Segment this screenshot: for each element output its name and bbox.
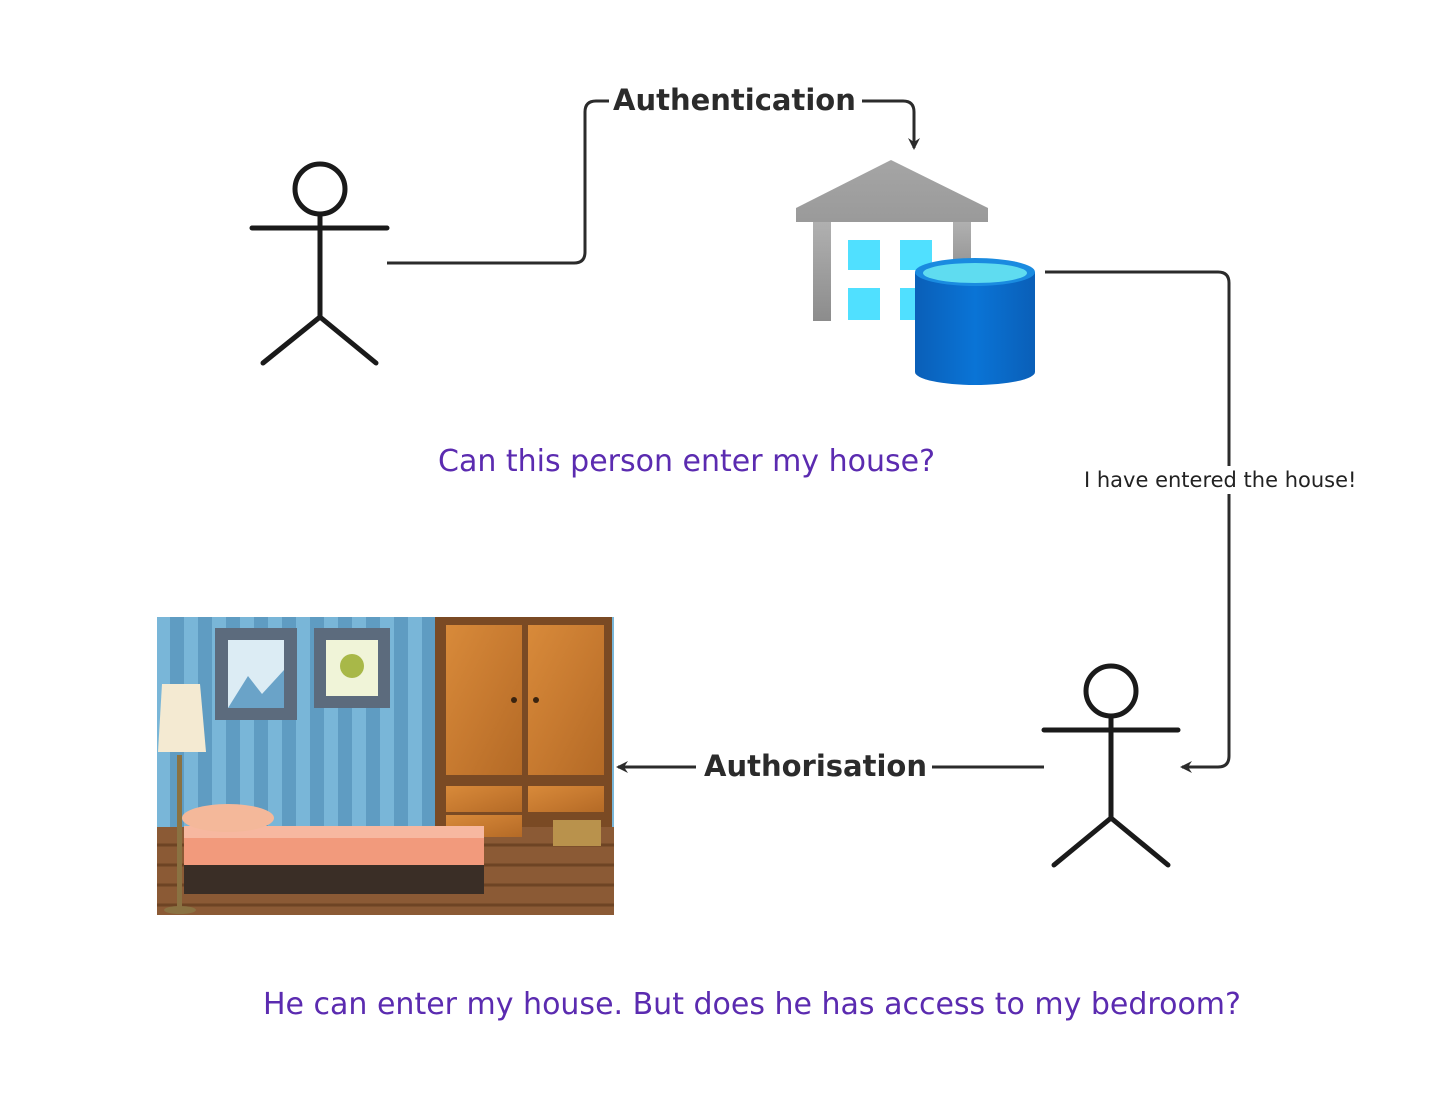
caption-question-two: He can enter my house. But does he has a…	[263, 987, 1241, 1022]
caption-question-one: Can this person enter my house?	[438, 444, 935, 479]
bedroom-illustration	[157, 617, 614, 915]
authentication-connector	[387, 99, 612, 265]
authorisation-label: Authorisation	[700, 749, 931, 783]
stick-figure-icon	[249, 161, 390, 366]
entered-note-label: I have entered the house!	[1080, 466, 1361, 494]
database-icon	[915, 258, 1035, 385]
house-icon	[796, 160, 988, 321]
entered-connector	[1045, 270, 1231, 773]
authentication-arrow	[862, 99, 920, 150]
authentication-label: Authentication	[609, 83, 860, 117]
stick-figure-icon	[1041, 663, 1181, 868]
